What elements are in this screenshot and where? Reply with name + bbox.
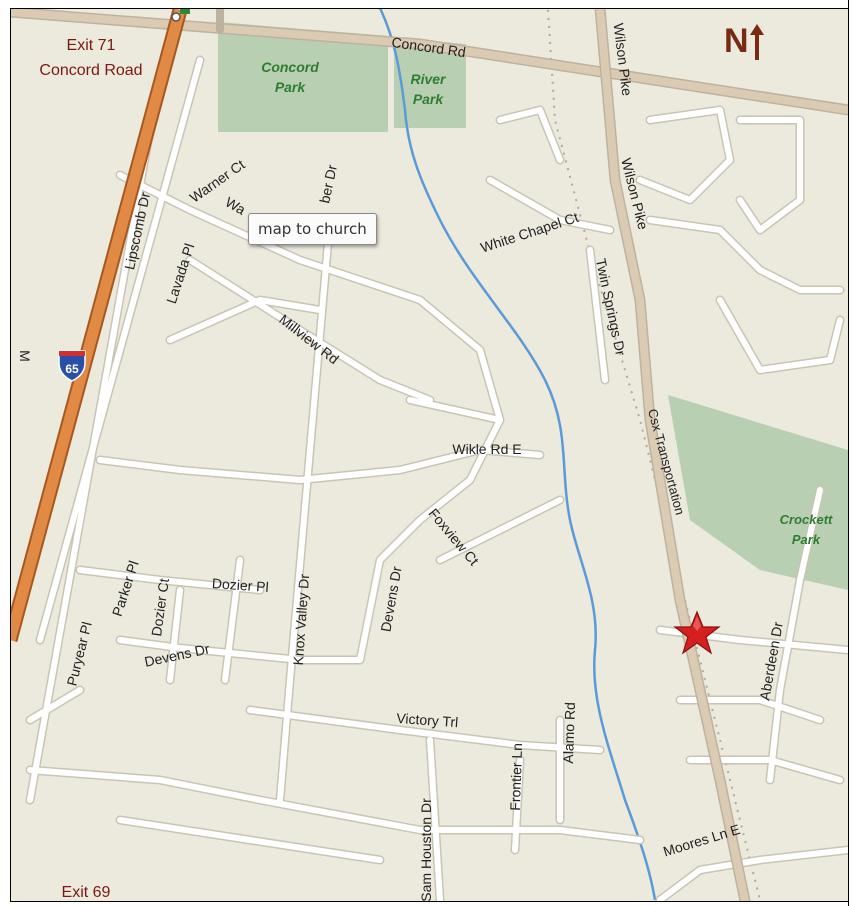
exit-label: Exit 71 [67,37,116,54]
park-label: Crockett [780,512,833,527]
compass-letter: N [724,22,749,60]
concord-park-area [218,22,388,132]
street-label: ber Dr [316,163,340,205]
shield-number: 65 [65,362,79,376]
park-label: River [410,71,447,87]
park-label: Park [413,91,445,107]
street-label: Wikle Rd E [452,441,521,457]
interstate-shield-icon: 65 [58,350,86,382]
street-label: Frontier Ln [507,743,525,811]
park-label: Park [792,532,821,547]
compass: N [724,22,765,61]
street-label: Alamo Rd [560,702,578,764]
north-arrow-icon [749,24,764,60]
exit-label: Concord Road [39,62,142,79]
street-label: Knox Valley Dr [290,573,312,666]
arterial-roads [10,8,848,901]
park-label: Concord [261,59,319,75]
street-label: Sam Houston Dr [418,798,434,902]
street-label: M [17,350,33,362]
river-park-area [394,38,466,128]
crockett-park-area [668,395,848,590]
concord-rd[interactable] [10,8,848,114]
street-label: Victory Trl [396,710,459,730]
exit-label: Exit 69 [62,884,111,901]
interstate-65[interactable] [10,8,186,642]
creek [378,8,657,901]
tooltip: map to church [248,213,377,245]
park-label: Park [275,79,307,95]
exit-node-icon [171,12,181,22]
wilson-pike[interactable] [596,8,749,901]
church-star-icon[interactable] [673,610,721,655]
street-label: Dozier Pl [211,575,269,595]
